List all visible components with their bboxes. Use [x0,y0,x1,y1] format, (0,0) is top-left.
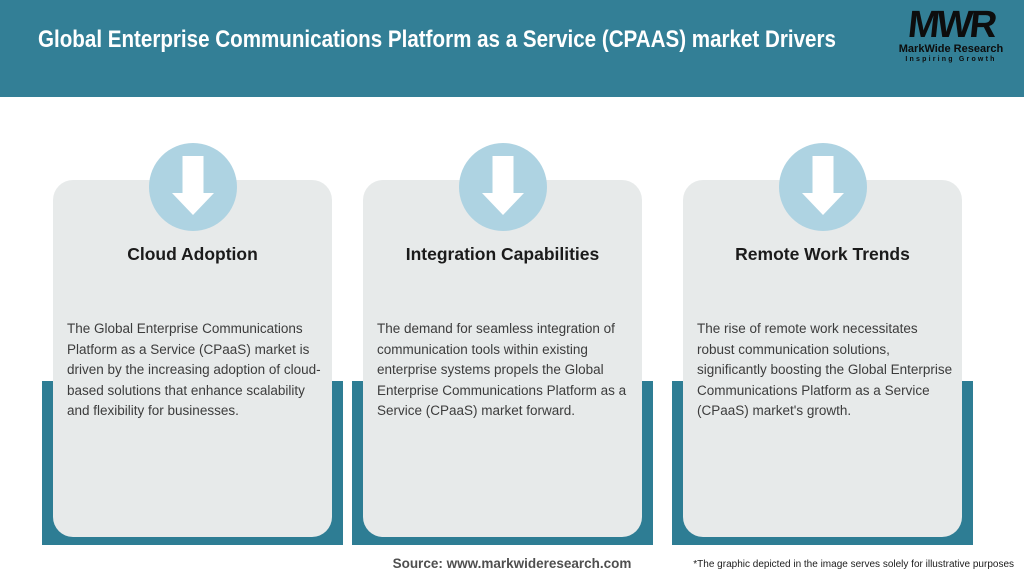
disclaimer-text: *The graphic depicted in the image serve… [693,559,1014,570]
down-arrow-icon [148,143,237,231]
source-text: Source: www.markwideresearch.com [392,556,632,571]
card-title: Integration Capabilities [405,244,600,264]
card-title: Remote Work Trends [735,244,910,264]
card-description: The Global Enterprise Communications Pla… [67,321,321,419]
driver-card-integration-capabilities: Integration Capabilities The demand for … [352,97,653,545]
card-body: Cloud Adoption The Global Enterprise Com… [53,180,332,537]
down-arrow-icon [778,143,867,231]
card-title: Cloud Adoption [127,244,258,264]
driver-card-remote-work-trends: Remote Work Trends The rise of remote wo… [672,97,973,545]
logo-tagline: Inspiring Growth [905,55,997,63]
logo-name: MarkWide Research [898,42,1004,55]
card-body: Integration Capabilities The demand for … [363,180,642,537]
markwide-research-logo: MWR MarkWide Research Inspiring Growth [890,4,1012,63]
page-title: Global Enterprise Communications Platfor… [38,26,836,53]
card-description: The demand for seamless integration of c… [377,321,627,419]
card-description: The rise of remote work necessitates rob… [697,321,953,419]
driver-card-cloud-adoption: Cloud Adoption The Global Enterprise Com… [42,97,343,545]
drivers-section: Cloud Adoption The Global Enterprise Com… [0,97,1024,576]
header-bar: Global Enterprise Communications Platfor… [0,0,1024,97]
card-body: Remote Work Trends The rise of remote wo… [683,180,962,537]
down-arrow-icon [458,143,547,231]
logo-mwr-mark: MWR [905,4,997,46]
